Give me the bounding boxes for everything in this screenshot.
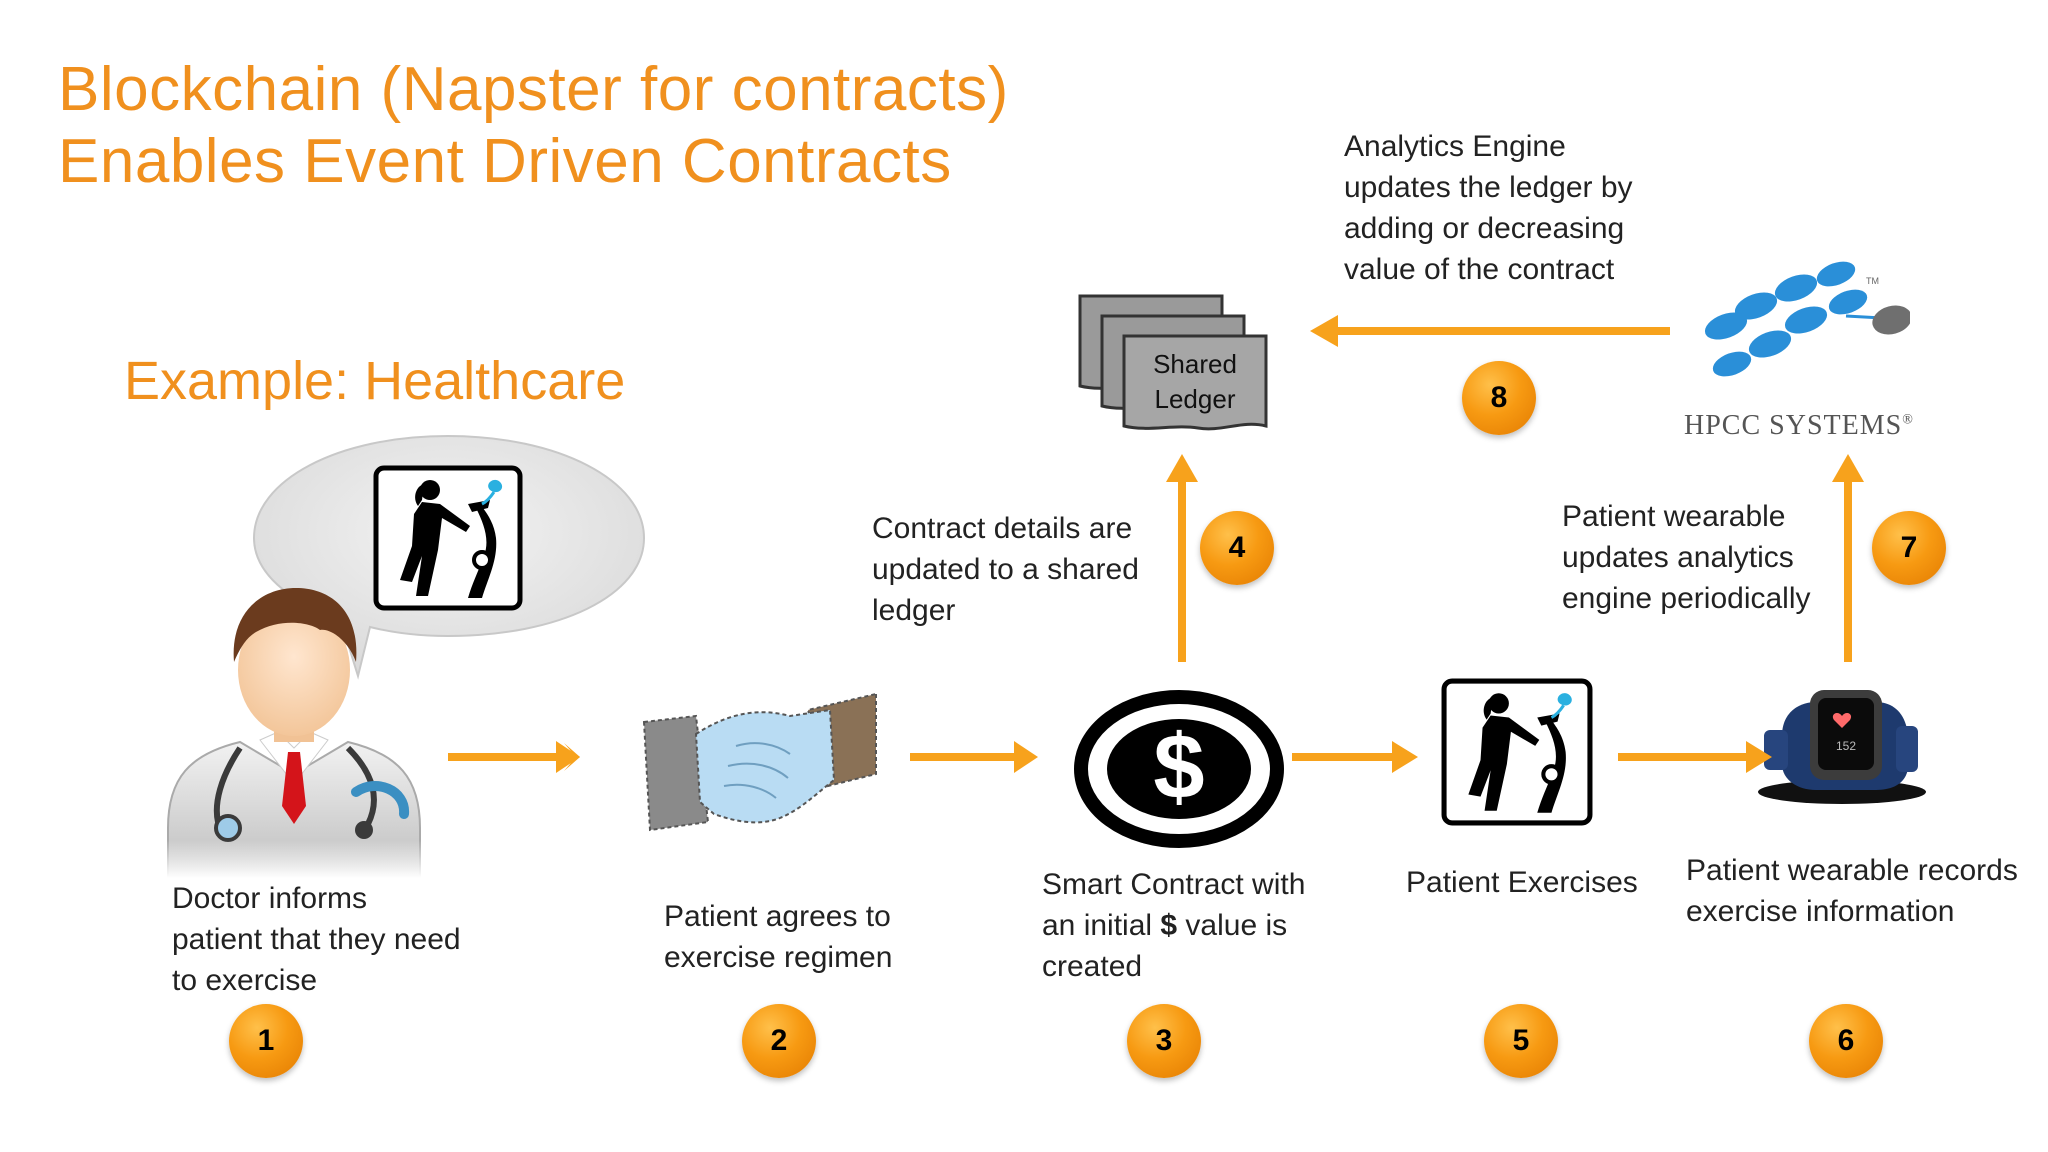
step-badge-1: 1 bbox=[229, 1004, 303, 1078]
step-badge-3: 3 bbox=[1127, 1004, 1201, 1078]
hpcc-wordmark: HPCC SYSTEMS® bbox=[1684, 410, 1914, 441]
step-6-caption: Patient wearable records exercise inform… bbox=[1686, 854, 2018, 928]
step-8-caption: Analytics Engine updates the ledger by a… bbox=[1344, 130, 1633, 286]
step-badge-8: 8 bbox=[1462, 361, 1536, 435]
watch-reading: 152 bbox=[1836, 739, 1856, 753]
exercise-icon bbox=[1441, 678, 1593, 826]
arrow-icon bbox=[910, 741, 1038, 773]
arrow-icon bbox=[448, 741, 580, 773]
hpcc-logo: TM bbox=[1704, 261, 1910, 377]
arrow-icon bbox=[1166, 454, 1198, 662]
step-7-caption: Patient wearable updates analytics engin… bbox=[1562, 500, 1811, 615]
handshake-icon bbox=[642, 692, 877, 832]
slide-title-line-1: Blockchain (Napster for contracts) bbox=[58, 55, 1009, 124]
hpcc-tm: TM bbox=[1866, 276, 1879, 286]
step-5-caption: Patient Exercises bbox=[1406, 866, 1638, 899]
ledger-icon: Shared Ledger bbox=[1078, 294, 1268, 431]
step-3-caption: Smart Contract with an initial $ value i… bbox=[1042, 868, 1306, 983]
step-badge-6: 6 bbox=[1809, 1004, 1883, 1078]
smartwatch-icon: 152 bbox=[1758, 690, 1926, 804]
slide-title-line-2: Enables Event Driven Contracts bbox=[58, 127, 952, 196]
slide-subtitle: Example: Healthcare bbox=[124, 351, 626, 411]
arrow-icon bbox=[1310, 315, 1670, 347]
step-badge-2: 2 bbox=[742, 1004, 816, 1078]
dollar-icon: $ bbox=[1074, 690, 1284, 848]
ledger-label-line-2: Ledger bbox=[1155, 384, 1236, 414]
ledger-label-line-1: Shared bbox=[1153, 349, 1237, 379]
arrow-icon bbox=[1618, 741, 1772, 773]
doctor-icon bbox=[160, 588, 428, 878]
step-1-caption: Doctor informs patient that they need to… bbox=[172, 882, 461, 997]
arrow-icon bbox=[1292, 741, 1418, 773]
step-badge-7: 7 bbox=[1872, 511, 1946, 585]
exercise-icon bbox=[373, 465, 523, 611]
step-badge-5: 5 bbox=[1484, 1004, 1558, 1078]
step-4-caption: Contract details are updated to a shared… bbox=[872, 512, 1139, 627]
step-badge-4: 4 bbox=[1200, 511, 1274, 585]
step-2-caption: Patient agrees to exercise regimen bbox=[664, 900, 893, 974]
arrow-icon bbox=[1832, 454, 1864, 662]
svg-text:$: $ bbox=[1153, 716, 1204, 818]
